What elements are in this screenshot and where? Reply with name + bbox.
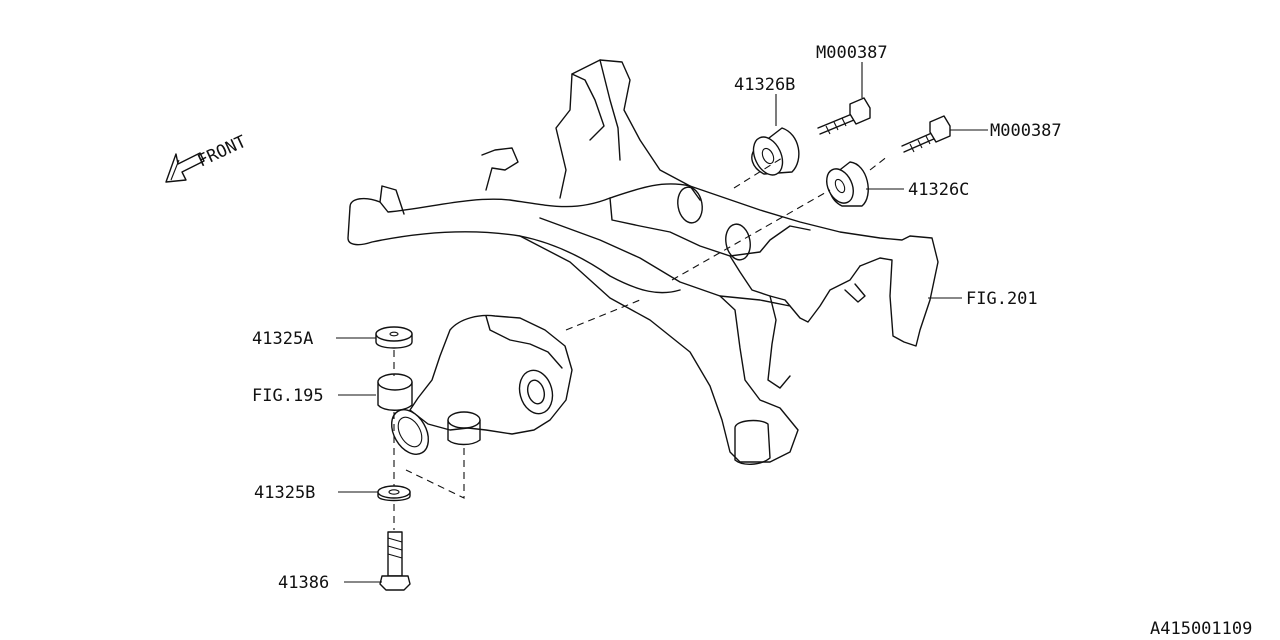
front-arrow-icon [165, 152, 205, 183]
washer-41325b [377, 485, 411, 502]
assembly-lines [393, 155, 889, 530]
label-m000387-top: M000387 [816, 43, 888, 63]
label-41325a: 41325A [252, 329, 313, 349]
label-fig201: FIG.201 [966, 289, 1038, 309]
label-fig195: FIG.195 [252, 386, 324, 406]
label-41326c: 41326C [908, 180, 969, 200]
label-41386: 41386 [278, 573, 329, 593]
part-labels: M000387 41326B M000387 41326C FIG.201 41… [252, 43, 1062, 593]
washer-41325a [375, 326, 413, 349]
differential-housing [377, 314, 573, 455]
bushing-41326b [751, 127, 800, 176]
label-41325b: 41325B [254, 483, 315, 503]
front-indicator: FRONT [165, 132, 250, 183]
bushing-41326c [826, 161, 869, 207]
bolt-41386 [379, 531, 411, 591]
front-label: FRONT [195, 132, 250, 172]
bolt-m000387-top [817, 97, 871, 135]
rear-subframe [347, 59, 939, 465]
leader-lines [336, 62, 988, 583]
label-41326b: 41326B [734, 75, 795, 95]
diagram-id: A415001109 [1150, 619, 1252, 639]
label-m000387-right: M000387 [990, 121, 1062, 141]
bolt-m000387-right [901, 115, 951, 153]
